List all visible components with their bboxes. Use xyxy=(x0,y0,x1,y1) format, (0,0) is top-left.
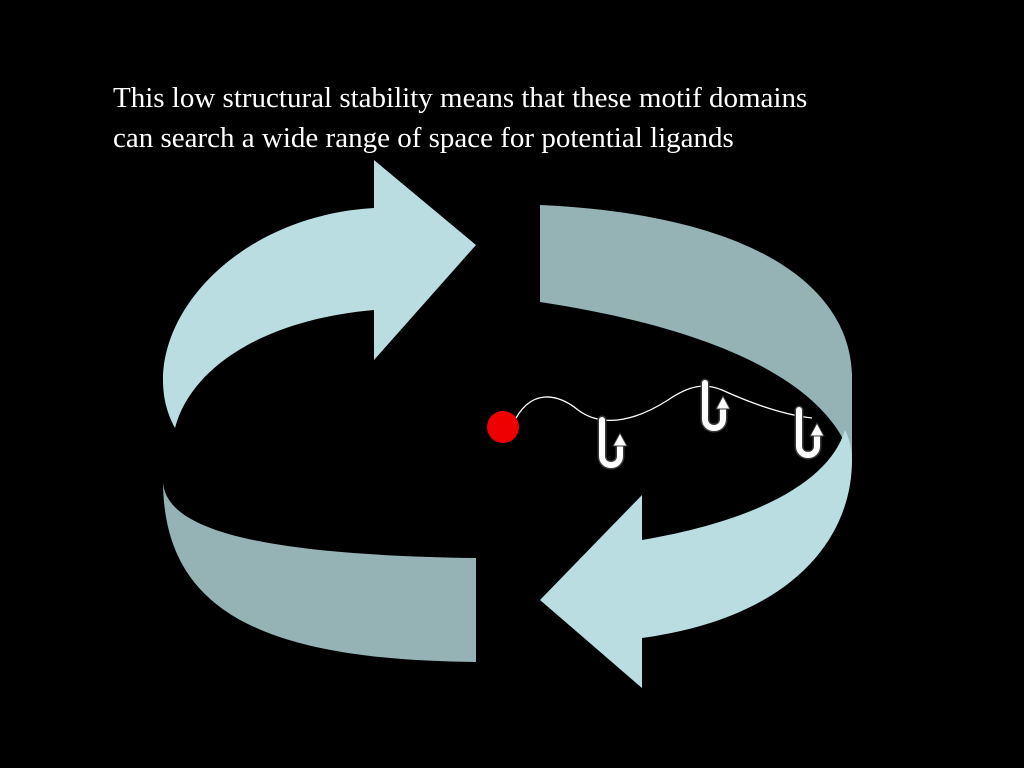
cycle-band-upper-right xyxy=(540,205,852,460)
slide-caption: This low structural stability means that… xyxy=(113,78,993,158)
caption-line-1: This low structural stability means that… xyxy=(113,82,808,114)
tether-strand xyxy=(511,385,813,427)
ligand-anchor-dot xyxy=(487,411,519,443)
motif-hook-icon-3 xyxy=(794,405,825,460)
motif-hook-icon-1 xyxy=(597,415,628,470)
caption-line-2: can search a wide range of space for pot… xyxy=(113,122,734,154)
cycle-arrow-lower-right xyxy=(540,430,852,688)
cycle-band-left-front xyxy=(163,380,476,662)
motif-hook-icon-2 xyxy=(700,378,731,433)
cycle-arrow-upper-left xyxy=(163,160,476,428)
